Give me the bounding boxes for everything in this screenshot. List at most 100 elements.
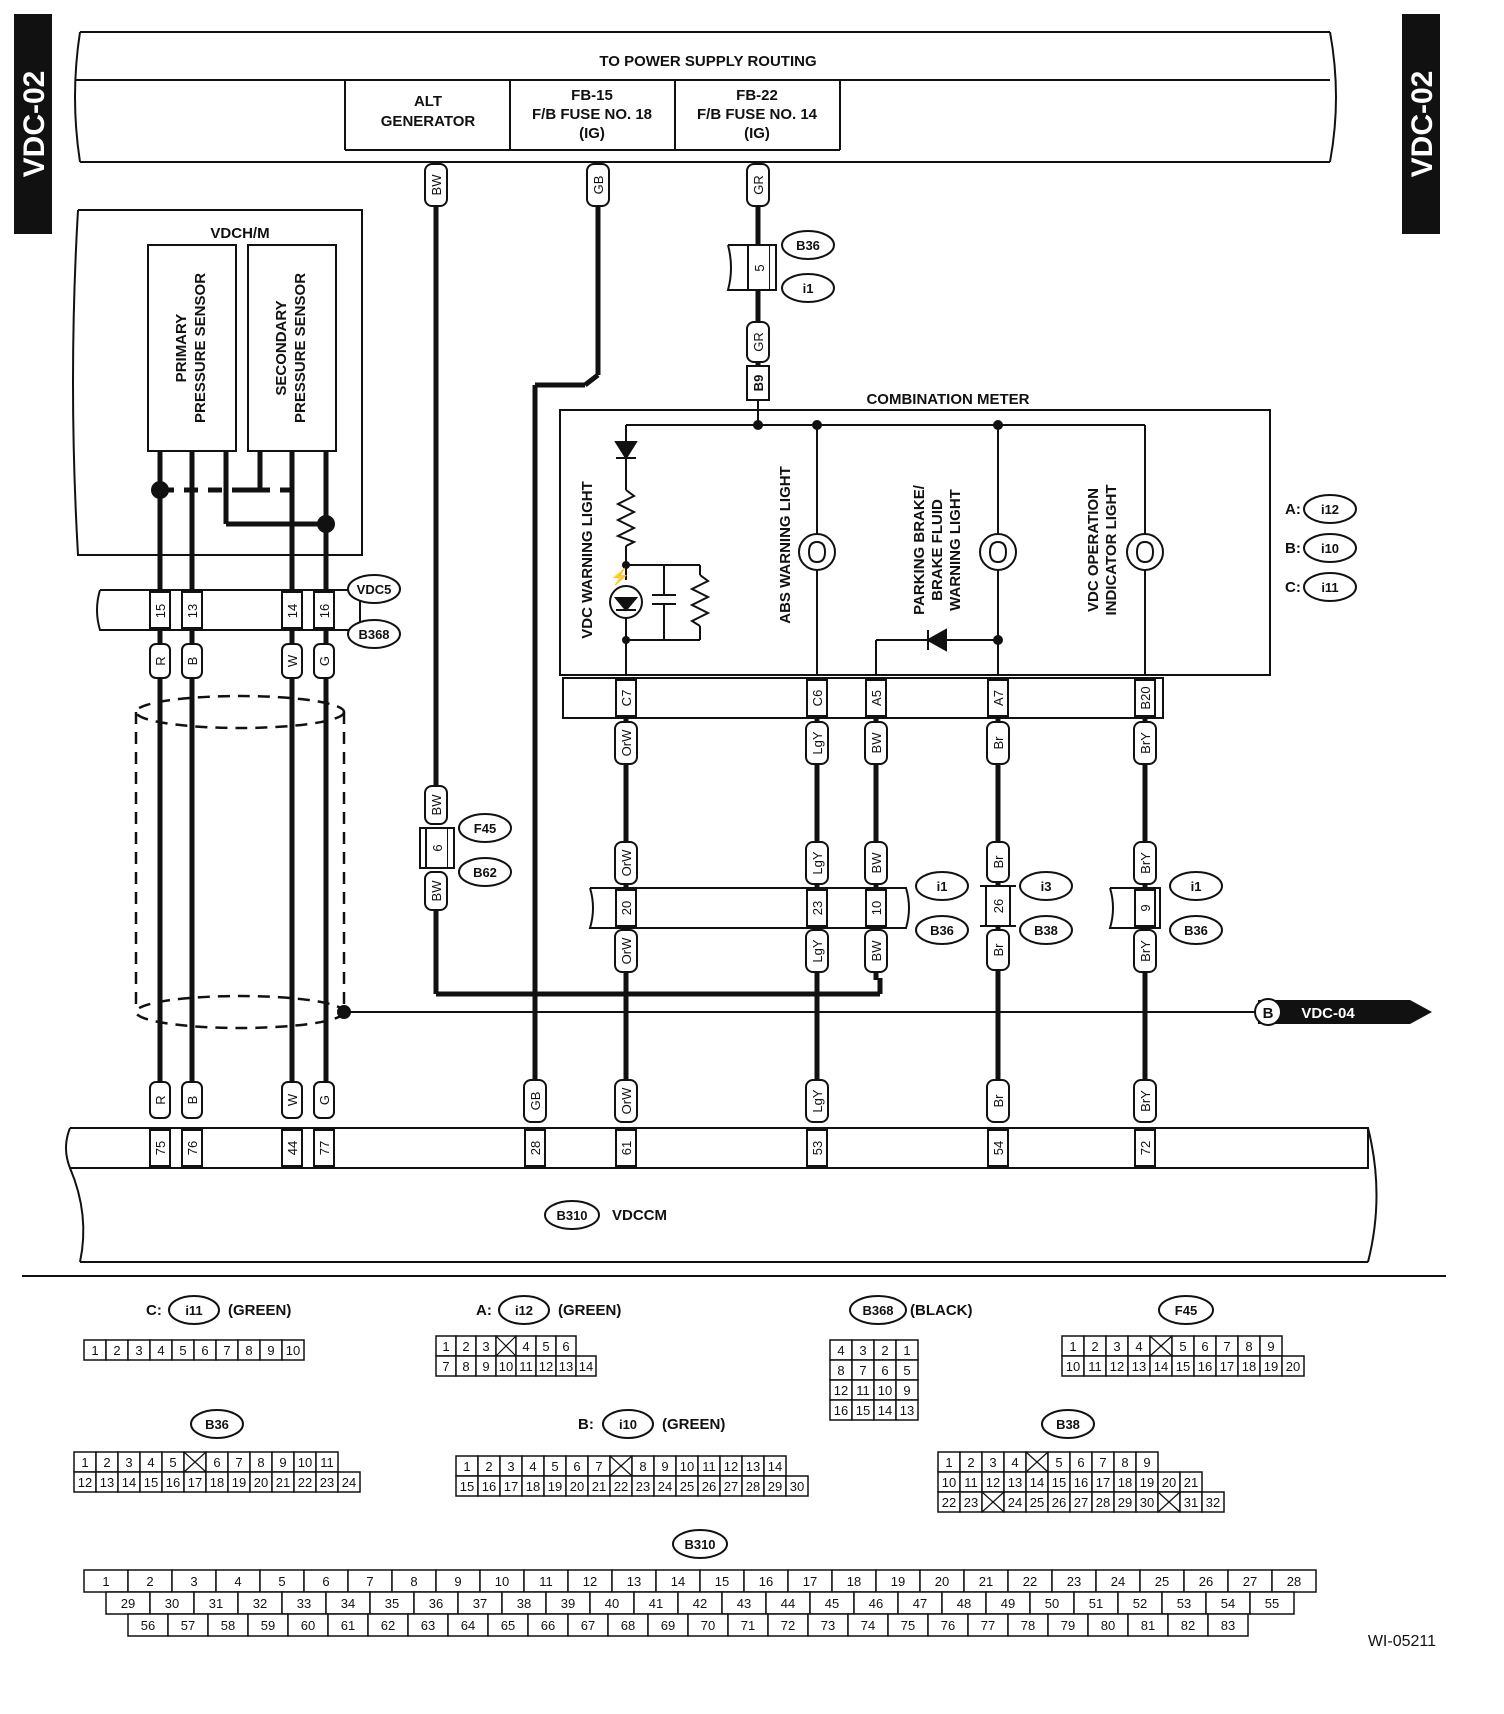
i11-face-pin-number: 1: [91, 1343, 98, 1358]
i1-right-pin: 9: [1138, 904, 1153, 911]
f45-face-r2-pin-number: 16: [1198, 1359, 1212, 1374]
vdccm-pin: 75: [153, 1141, 168, 1155]
b38-face-r3-pin-number: 28: [1096, 1495, 1110, 1510]
i10-face-r1-pin-number: 3: [507, 1459, 514, 1474]
vdchm-block: [72, 209, 363, 556]
b368-label-text: B368: [358, 627, 389, 642]
b310-face-r3-pin-number: 62: [381, 1618, 395, 1633]
primary-sensor-line2: PRESSURE SENSOR: [192, 273, 209, 423]
i10-face-r2-pin-number: 18: [526, 1479, 540, 1494]
b36-face-r2-pin-number: 13: [100, 1475, 114, 1490]
b36-label-mid: B36: [915, 915, 969, 945]
vdc5-label: VDC5: [347, 574, 401, 604]
i12-face-r2-pin-number: 12: [539, 1359, 553, 1374]
f45-label: F45: [458, 813, 512, 843]
i10-face-r2-pin-number: 22: [614, 1479, 628, 1494]
b38-face-r3-blank-cell: [981, 1491, 1005, 1513]
b310-face-r2-pin-number: 44: [781, 1596, 795, 1611]
b310-face-r2-pin-number: 30: [165, 1596, 179, 1611]
wire-tag-R: R: [153, 1095, 168, 1104]
vdc-operation-bulb: [1126, 533, 1164, 571]
b62-label: B62: [458, 857, 512, 887]
b310-face-r2-pin-number: 45: [825, 1596, 839, 1611]
f45-face-r2-pin-number: 18: [1242, 1359, 1256, 1374]
i1-label-top: i1: [781, 273, 835, 303]
legend-i10-code: i10: [619, 1417, 637, 1432]
legend-heading-i12: A: i12 (GREEN): [476, 1295, 621, 1325]
f45-face-r2-pin-number: 19: [1264, 1359, 1278, 1374]
b310-face-r2-pin-number: 41: [649, 1596, 663, 1611]
junction-dot: [151, 481, 169, 499]
vdc-warning-light-label: VDC WARNING LIGHT: [579, 481, 596, 639]
vdccm-name: VDCCM: [612, 1207, 667, 1224]
f45-pin: 6: [430, 844, 445, 851]
b38-face-r3-pin-number: 26: [1052, 1495, 1066, 1510]
vdc5-pin: 13: [185, 604, 200, 618]
b36-label-mid-text: B36: [930, 923, 954, 938]
b9-label: B9: [751, 375, 766, 392]
b310-face-r3-pin-number: 72: [781, 1618, 795, 1633]
b36-face-r2-pin-number: 20: [254, 1475, 268, 1490]
b310-face-r1-pin-number: 19: [891, 1574, 905, 1589]
b310-face-r1-pin-number: 7: [366, 1574, 373, 1589]
b310-face-r3-pin-number: 61: [341, 1618, 355, 1633]
i11-face-pin-number: 7: [223, 1343, 230, 1358]
b38-face-r1-pin-number: 4: [1011, 1455, 1018, 1470]
b310-face-r1-pin-number: 23: [1067, 1574, 1081, 1589]
b310-face-r3-pin-number: 59: [261, 1618, 275, 1633]
b368-face-r3-pin-number: 12: [834, 1383, 848, 1398]
b38-face-r2-pin-number: 15: [1052, 1475, 1066, 1490]
b310-face-r3-pin-number: 67: [581, 1618, 595, 1633]
wire-tag-GB: GB: [591, 176, 606, 195]
b368-face-r1-pin-number: 1: [903, 1343, 910, 1358]
i10-face-r2-pin-number: 26: [702, 1479, 716, 1494]
b310-face-r1-pin-number: 8: [410, 1574, 417, 1589]
b310-face-r2-cell: [1249, 1591, 1295, 1615]
wire-tag-W: W: [285, 1093, 300, 1106]
i10-face-r1-pin-number: 12: [724, 1459, 738, 1474]
b310-face-r2-pin-number: 49: [1001, 1596, 1015, 1611]
b36-face-r2-pin-number: 15: [144, 1475, 158, 1490]
b36-face-r2-pin-number: 22: [298, 1475, 312, 1490]
b36-face-r1-pin-number: 11: [320, 1455, 334, 1470]
vdc-operation-label-line1: VDC OPERATION: [1085, 488, 1102, 612]
b310-face-r2-pin-number: 36: [429, 1596, 443, 1611]
b38-face-r1-pin-number: 8: [1121, 1455, 1128, 1470]
vdccm-pin: 53: [810, 1141, 825, 1155]
i10-face-r2-pin-number: 30: [790, 1479, 804, 1494]
side-tab-left-text: VDC-02: [18, 71, 51, 178]
b310-face-r2-pin-number: 35: [385, 1596, 399, 1611]
legend-i10-prefix: B:: [578, 1416, 594, 1433]
b310-face-r1-pin-number: 1: [102, 1574, 109, 1589]
vdccm-pin: 28: [528, 1141, 543, 1155]
wire-tags-meter: [614, 721, 1157, 973]
vdccm-pin: 44: [285, 1141, 300, 1155]
i12-face-r2-pin-number: 9: [482, 1359, 489, 1374]
figure-id: WI-05211: [1368, 1633, 1436, 1650]
b38-face-r2-pin-number: 13: [1008, 1475, 1022, 1490]
b310-face-r2-pin-number: 55: [1265, 1596, 1279, 1611]
vdccm-pin: 72: [1138, 1141, 1153, 1155]
b368-face-r3-pin-number: 11: [856, 1383, 870, 1398]
sensor-internal-wiring: [157, 451, 329, 600]
b310-face-r1-pin-number: 9: [454, 1574, 461, 1589]
wire-tag-GR: GR: [751, 175, 766, 195]
sensor-wires: [157, 630, 329, 1085]
i1-label-right: i1: [1169, 871, 1223, 901]
i3-label: i3: [1019, 871, 1073, 901]
b310-face-r3-pin-number: 58: [221, 1618, 235, 1633]
f45-face-r1-pin-number: 9: [1267, 1339, 1274, 1354]
b310-face-r1-pin-number: 4: [234, 1574, 241, 1589]
b38-face-r2-pin-number: 10: [942, 1475, 956, 1490]
b310-face-r2-pin-number: 51: [1089, 1596, 1103, 1611]
b36-face-r1-pin-number: 9: [279, 1455, 286, 1470]
b368-face-r1-pin-number: 3: [859, 1343, 866, 1358]
wire-tag-LgY: LgY: [810, 731, 825, 754]
i10-face-r1-pin-number: 7: [595, 1459, 602, 1474]
wire-tag-OrW: OrW: [619, 937, 634, 964]
ref-b-circle: [1254, 998, 1282, 1026]
b310-face-r2-pin-number: 54: [1221, 1596, 1235, 1611]
i12-face-r1-blank-cell: [495, 1335, 517, 1357]
wire-tag-BW: BW: [429, 880, 444, 902]
i11-face-pin-number: 2: [113, 1343, 120, 1358]
